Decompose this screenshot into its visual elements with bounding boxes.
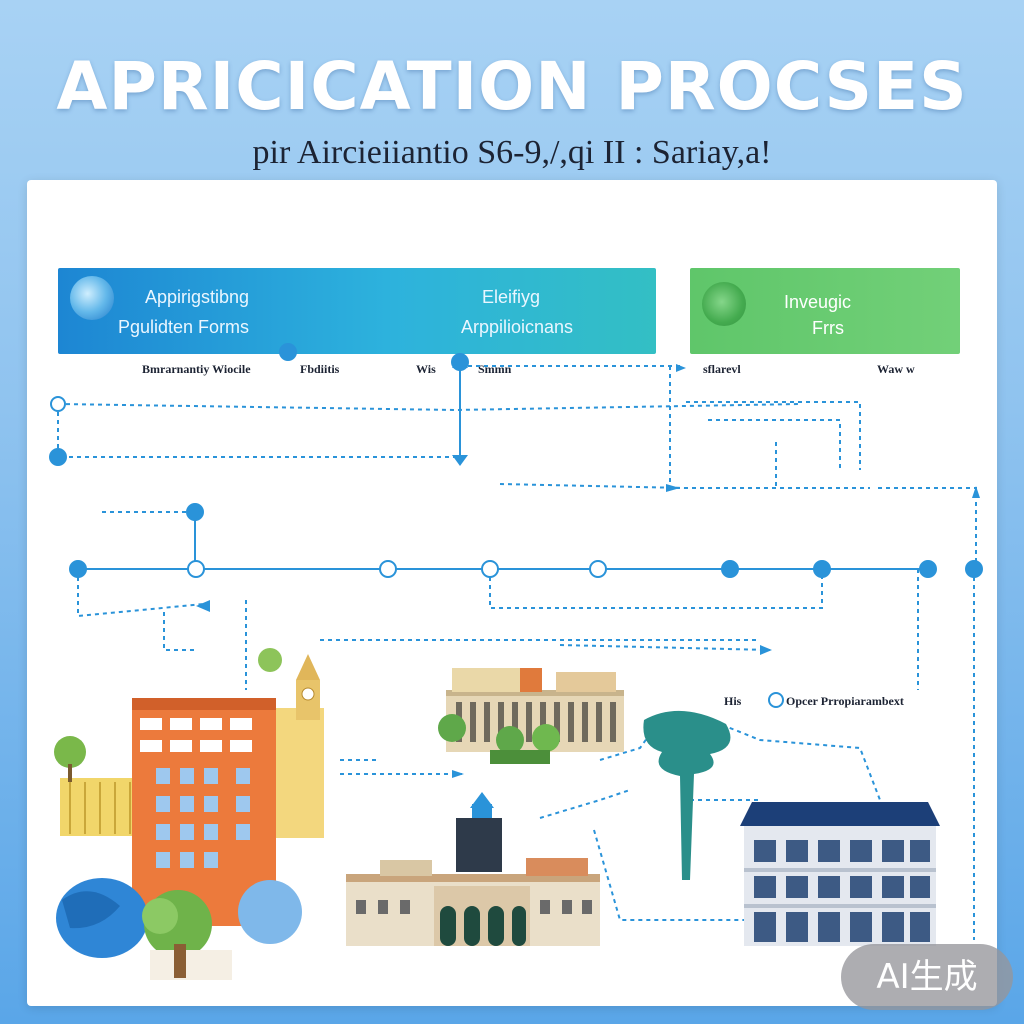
process-banner-main — [58, 268, 656, 354]
flow-node — [721, 560, 739, 578]
building-classical-middle — [438, 668, 624, 764]
flow-node — [589, 560, 607, 578]
page-subtitle: pir Aircieiiantio S6-9,/,qi II : Sariay,… — [252, 134, 772, 171]
arrow-icon — [676, 364, 686, 372]
arrow-icon — [666, 484, 680, 492]
ai-generated-badge: AI生成 — [841, 944, 1013, 1010]
flow-connector — [593, 829, 760, 921]
arrow-icon — [760, 645, 772, 655]
flow-node — [451, 353, 469, 371]
arrow-icon — [452, 770, 464, 778]
step-label: His — [724, 694, 742, 708]
step-label: Waw w — [877, 362, 915, 376]
flow-connector — [699, 715, 881, 801]
arrow-icon — [972, 486, 980, 498]
flow-node — [768, 692, 784, 708]
arrow-icon — [196, 600, 210, 612]
flow-connector — [77, 569, 205, 618]
globe-illustration — [56, 878, 302, 980]
flow-node — [279, 343, 297, 361]
arrow-icon — [452, 455, 468, 466]
flow-node — [187, 560, 205, 578]
banner-right-line2: Frrs — [812, 318, 844, 338]
step-label: Wis — [416, 362, 436, 376]
flow-connector — [489, 569, 823, 609]
flow-node — [50, 396, 66, 412]
flow-node — [813, 560, 831, 578]
building-arches — [346, 792, 600, 946]
flow-connector — [57, 404, 460, 458]
flow-connector — [686, 401, 861, 470]
step-label: Opcer Prropiarambext — [786, 694, 904, 708]
step-label: Fbdiitis — [300, 362, 340, 376]
flow-node — [965, 560, 983, 578]
building-blue-roof — [740, 802, 940, 946]
flow-connector — [163, 612, 198, 651]
flow-node — [49, 448, 67, 466]
banner-middle-line1: Eleifiyg — [482, 287, 541, 307]
flow-node — [919, 560, 937, 578]
process-banner-end — [690, 268, 960, 354]
flow-connector — [57, 403, 801, 412]
banner-left-line1: Appirigstibng — [145, 287, 250, 307]
globe-icon — [702, 282, 746, 326]
flow-node — [481, 560, 499, 578]
globe-icon — [70, 276, 114, 320]
banner-left-line2: Pgulidten Forms — [118, 317, 250, 337]
flow-node — [379, 560, 397, 578]
tree-illustration — [643, 710, 731, 880]
banner-right-line1: Inveugic — [784, 292, 852, 312]
flow-node — [186, 503, 204, 521]
flow-connector — [499, 483, 686, 489]
flow-connector — [539, 789, 631, 819]
flow-connector — [559, 644, 771, 651]
page-title: APRICICATION PROCSES — [56, 48, 968, 125]
flow-connector — [708, 419, 841, 470]
step-label: Bmrarnantiy Wiocile — [142, 362, 251, 376]
flow-node — [69, 560, 87, 578]
banner-middle-line2: Arppilioicnans — [461, 317, 574, 337]
flow-connector — [878, 487, 977, 570]
step-label: sflarevl — [703, 362, 741, 376]
